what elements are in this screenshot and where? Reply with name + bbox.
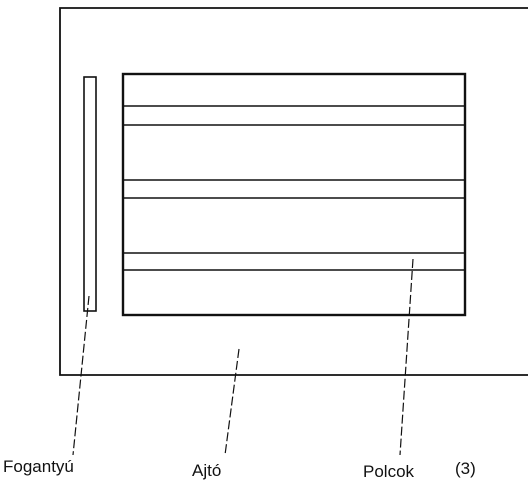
label-door: Ajtó [192, 461, 222, 480]
label-shelves: Polcok [363, 462, 415, 481]
shelf-1 [123, 105, 465, 126]
shelf-frame [121, 72, 467, 317]
shelf-2 [123, 179, 465, 199]
shelf-3 [123, 252, 465, 271]
leader-line-shelves [399, 258, 414, 456]
door-outline [59, 7, 528, 376]
leader-line-door [224, 348, 240, 456]
leader-line-handle [72, 295, 90, 456]
label-shelves-count: (3) [455, 459, 476, 478]
handle [83, 76, 97, 312]
label-handle: Fogantyú [3, 457, 74, 476]
